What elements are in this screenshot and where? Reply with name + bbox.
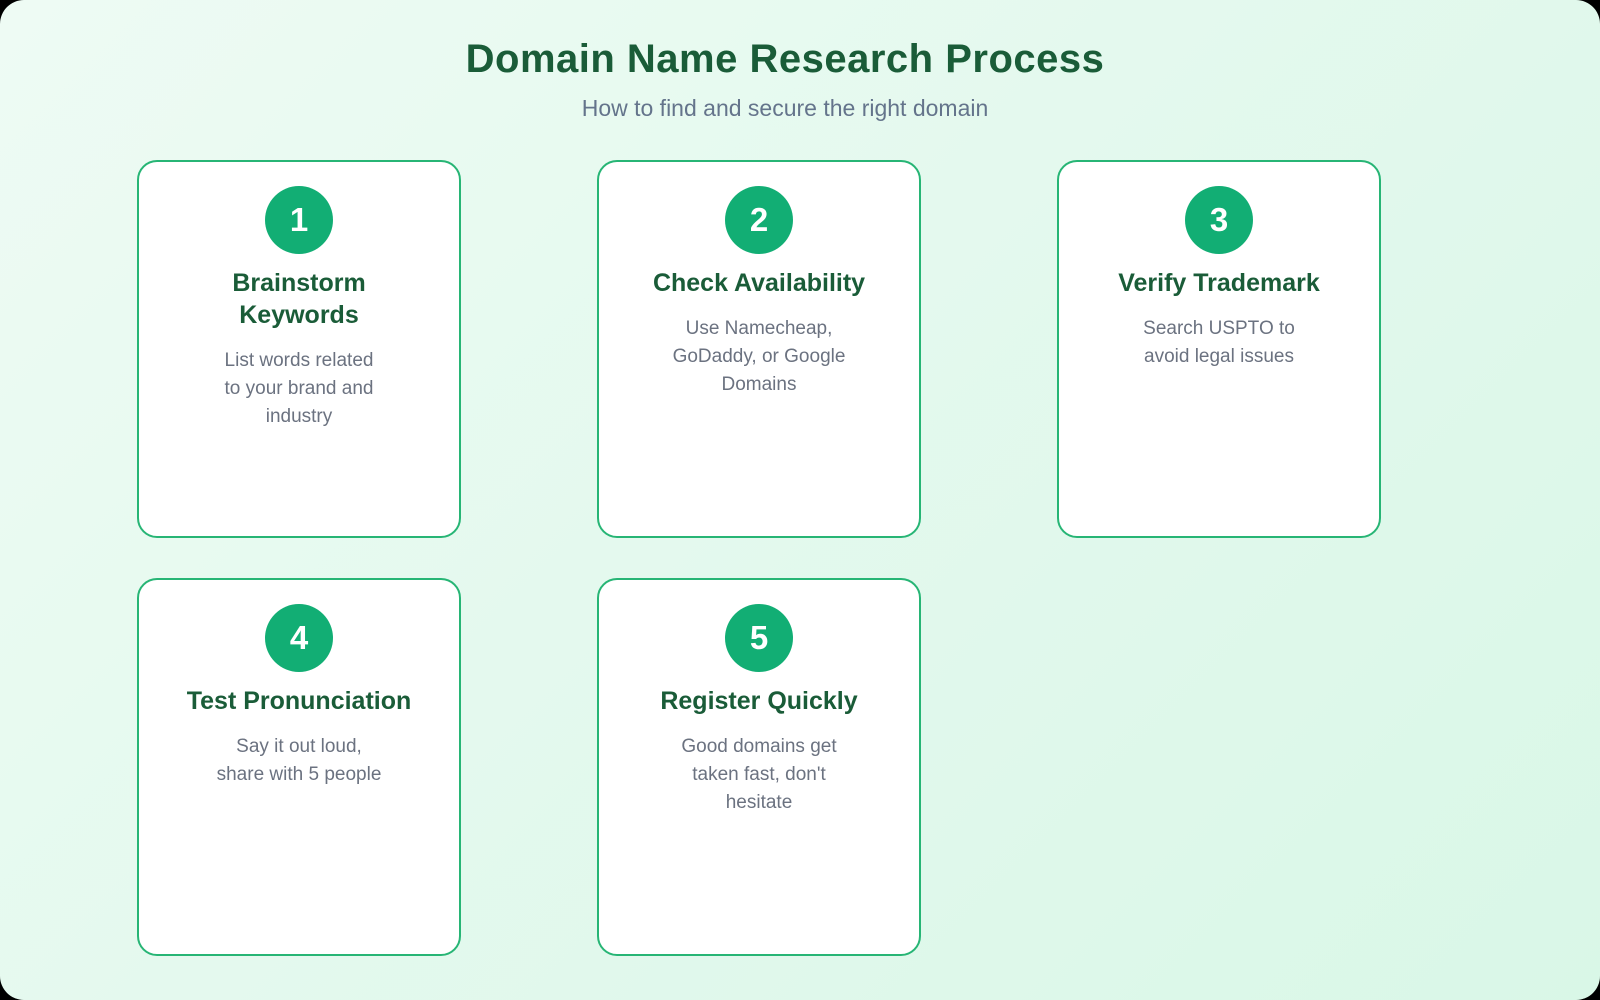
page-subtitle: How to find and secure the right domain (581, 95, 989, 121)
step-card-5: 5 Register Quickly Good domains get take… (597, 578, 921, 956)
step-title: Test Pronunciation (186, 687, 412, 715)
step-description: Good domains get taken fast, don't hesit… (681, 736, 837, 813)
steps-grid: 1 Brainstorm Keywords List words related… (137, 160, 1381, 956)
step-title: Brainstorm Keywords (232, 269, 366, 329)
step-description: List words related to your brand and ind… (224, 350, 374, 427)
step-number-badge: 2 (725, 186, 793, 254)
step-card-4: 4 Test Pronunciation Say it out loud, sh… (137, 578, 461, 956)
step-title: Check Availability (652, 269, 866, 297)
step-title: Verify Trademark (1118, 269, 1320, 297)
step-number-badge: 1 (265, 186, 333, 254)
step-number-badge: 5 (725, 604, 793, 672)
step-description: Say it out loud, share with 5 people (216, 736, 382, 785)
step-description: Use Namecheap, GoDaddy, or Google Domain… (672, 318, 846, 395)
header: Domain Name Research Process How to find… (0, 38, 1570, 122)
step-card-3: 3 Verify Trademark Search USPTO to avoid… (1057, 160, 1381, 538)
step-card-2: 2 Check Availability Use Namecheap, GoDa… (597, 160, 921, 538)
page-title: Domain Name Research Process (465, 37, 1105, 81)
step-title: Register Quickly (660, 687, 858, 715)
step-number-badge: 3 (1185, 186, 1253, 254)
step-card-1: 1 Brainstorm Keywords List words related… (137, 160, 461, 538)
step-number-badge: 4 (265, 604, 333, 672)
step-description: Search USPTO to avoid legal issues (1143, 318, 1295, 367)
